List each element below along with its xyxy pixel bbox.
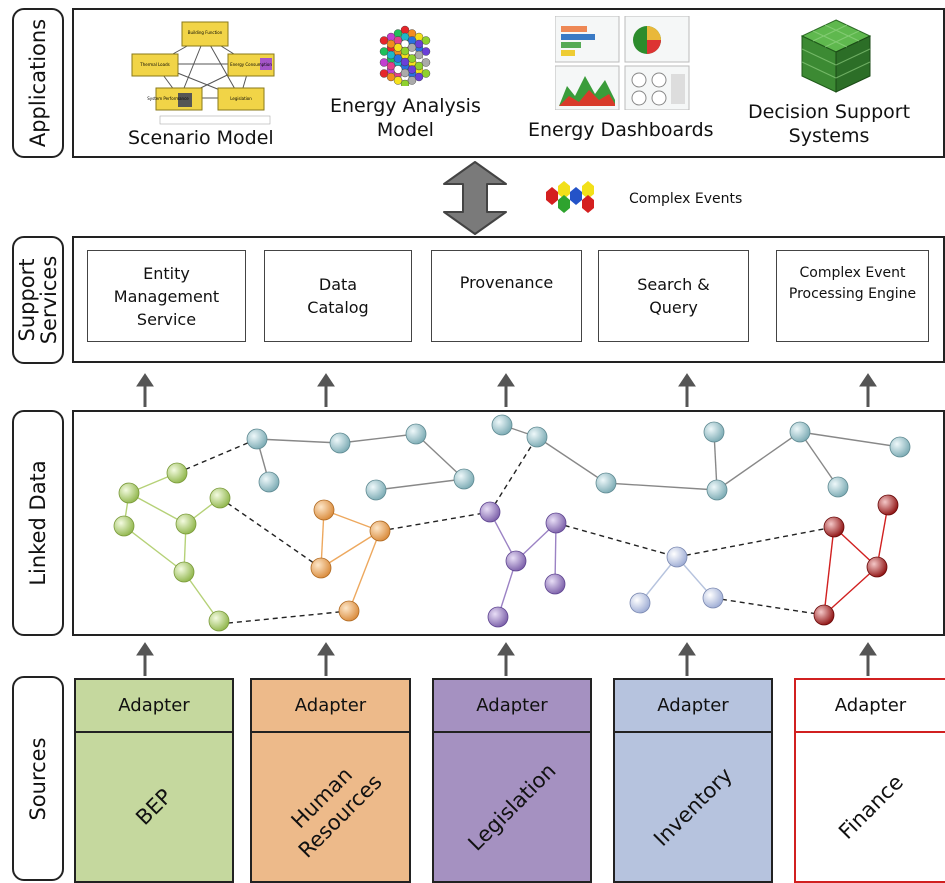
cube-sphere <box>379 36 389 45</box>
complex-events-hexagons-icon <box>546 181 594 213</box>
source-legislation: Adapter Legislation <box>432 678 592 883</box>
adapter-finance: Adapter <box>796 680 945 733</box>
data-catalog-label: Data Catalog <box>307 275 369 317</box>
cube-sphere <box>379 58 389 67</box>
source-human-resources: Adapter Human Resources <box>250 678 411 883</box>
search-query-service: Search & Query <box>598 250 749 342</box>
source-bep-label: BEP <box>131 784 177 830</box>
source-human-resources-label: Human Resources <box>286 762 387 863</box>
linked-data-graph <box>113 414 911 632</box>
provenance-label: Provenance <box>459 273 554 292</box>
energy-dashboards-label: Energy Dashboards <box>528 119 714 141</box>
scenario-model-diagram: Building Function Thermal Loads Energy C… <box>131 21 275 125</box>
source-bep: Adapter BEP <box>74 678 234 883</box>
cube-sphere <box>400 68 410 78</box>
cube-sphere <box>379 69 389 78</box>
adapter-inventory: Adapter <box>615 680 771 733</box>
cube-sphere <box>386 72 396 82</box>
cube-sphere <box>407 65 417 74</box>
scenario-node-5: Legislation <box>230 96 252 101</box>
cube-sphere <box>421 69 431 78</box>
cube-sphere <box>393 29 403 38</box>
scenario-model-label: Scenario Model <box>128 127 274 149</box>
cube-sphere <box>386 39 396 49</box>
green-cube-icon <box>800 19 872 93</box>
cube-sphere <box>400 32 410 42</box>
source-inventory: Adapter Inventory <box>613 678 773 883</box>
layer-label-sources: Sources <box>12 676 64 881</box>
decision-support-systems-label: Decision Support Systems <box>748 101 911 147</box>
support-services-label: Support Services <box>15 255 61 345</box>
cube-sphere <box>393 43 403 52</box>
scenario-node-1: Building Function <box>188 30 223 35</box>
cube-sphere <box>400 25 410 35</box>
cube-sphere <box>407 76 417 85</box>
complex-event-processing-engine: Complex Event Processing Engine <box>776 250 929 342</box>
cube-sphere <box>400 79 410 86</box>
color-cube-icon <box>379 25 431 86</box>
source-finance-label: Finance <box>833 770 908 844</box>
cube-sphere <box>407 36 417 45</box>
cube-sphere <box>393 65 403 74</box>
cube-sphere <box>393 54 403 63</box>
cube-sphere <box>393 36 403 45</box>
sources-label: Sources <box>26 736 50 821</box>
linked-data-panel <box>72 410 945 636</box>
source-finance: Adapter Finance <box>794 678 945 883</box>
entity-management-service: Entity Management Service <box>87 250 246 342</box>
layer-label-support-services: Support Services <box>12 236 64 364</box>
dashboard-thumbnails-icon <box>555 16 690 110</box>
cube-sphere <box>407 43 417 52</box>
cube-sphere <box>407 29 417 38</box>
cube-sphere <box>421 58 431 67</box>
source-legislation-label: Legislation <box>463 758 561 856</box>
scenario-node-4: System Performance <box>147 96 189 101</box>
complex-events-label: Complex Events <box>629 191 743 207</box>
energy-analysis-model-label: Energy Analysis Model <box>330 95 481 141</box>
cube-sphere <box>414 72 424 82</box>
layer-label-linked-data: Linked Data <box>12 410 64 636</box>
scenario-node-3: Energy Consumption <box>230 62 272 67</box>
cube-sphere <box>386 61 396 71</box>
cube-sphere <box>386 50 396 60</box>
up-arrows-services <box>136 373 877 407</box>
cube-sphere <box>414 61 424 71</box>
linked-data-label: Linked Data <box>26 460 50 586</box>
cube-sphere <box>414 39 424 49</box>
cube-sphere <box>421 36 431 45</box>
bidirectional-arrow-icon <box>443 161 507 235</box>
cube-sphere <box>407 54 417 63</box>
cube-sphere <box>414 50 424 60</box>
applications-label: Applications <box>26 18 50 148</box>
source-inventory-label: Inventory <box>649 763 737 851</box>
entity-management-service-label: Entity Management Service <box>113 263 220 329</box>
provenance-service: Provenance <box>431 250 582 342</box>
cube-sphere <box>414 32 424 42</box>
cube-sphere <box>379 47 389 56</box>
search-query-label: Search & Query <box>637 275 710 317</box>
scenario-node-2: Thermal Loads <box>139 62 169 67</box>
cube-sphere <box>421 47 431 56</box>
cube-sphere <box>400 39 410 49</box>
cube-sphere <box>400 46 410 56</box>
adapter-legislation: Adapter <box>434 680 590 733</box>
adapter-bep: Adapter <box>76 680 232 733</box>
complex-event-processing-label: Complex Event Processing Engine <box>788 265 917 302</box>
cube-sphere <box>400 57 410 67</box>
data-catalog-service: Data Catalog <box>264 250 412 342</box>
cube-sphere <box>393 76 403 85</box>
up-arrows-linked-data <box>136 642 877 676</box>
adapter-human-resources: Adapter <box>252 680 409 733</box>
cube-sphere <box>386 32 396 42</box>
layer-label-applications: Applications <box>12 8 64 158</box>
